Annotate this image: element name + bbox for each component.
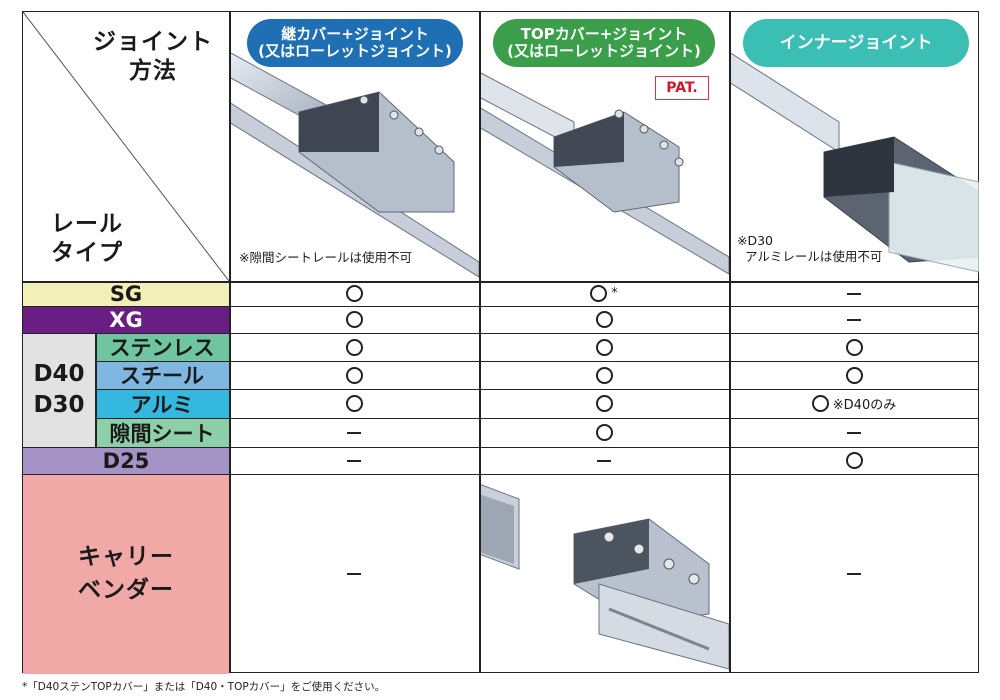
header-pill-tsugi-cover: 継カバー+ジョイント (又はローレットジョイント) (247, 19, 463, 67)
dash-mark (347, 431, 361, 434)
circle-mark (595, 311, 613, 328)
symbol-cell (229, 333, 479, 361)
symbol-cell (479, 389, 729, 418)
symbol-cell (229, 447, 479, 474)
joint-illustration-2 (479, 71, 729, 275)
circle-mark (845, 452, 863, 469)
carrier-cell-col1 (229, 474, 479, 674)
grid-hline (95, 389, 978, 391)
circle-mark (595, 424, 613, 441)
joint-illustration-3 (729, 51, 979, 273)
symbol-cell (729, 418, 979, 447)
footnote: *「D40ステンTOPカバー」または「D40・TOPカバー」をご使用ください。 (22, 681, 386, 693)
carrier-cell-col3 (729, 474, 979, 674)
row-label-sg: SG (23, 281, 229, 306)
grid-hline (23, 447, 978, 449)
circle-mark (345, 395, 363, 412)
row-label-stainless: ステンレス (95, 333, 229, 361)
dash-mark (347, 459, 361, 462)
circle-mark (595, 366, 613, 384)
symbol-cell (229, 389, 479, 418)
symbol-cell (729, 361, 979, 389)
compatibility-table: ジョイント 方法 レール タイプ 継カバー+ジョイント (又はローレットジョイン… (22, 11, 979, 674)
dash-mark (347, 573, 361, 575)
header-pill-top-cover: TOPカバー+ジョイント (又はローレットジョイント) (493, 19, 715, 67)
grid-hline (23, 306, 978, 308)
row-label-aluminum: アルミ (95, 389, 229, 418)
column-header-top-cover: TOPカバー+ジョイント (又はローレットジョイント) PAT. (479, 12, 729, 281)
carrier-bender-illustration (479, 483, 729, 670)
grid-hline (23, 281, 978, 283)
joint-method-label: ジョイント 方法 (93, 29, 213, 84)
grid-vline (479, 12, 481, 672)
circle-mark (345, 366, 363, 384)
symbol-cell (479, 306, 729, 333)
symbol-cell (229, 306, 479, 333)
row-label-carrier-bender: キャリー ベンダー (23, 474, 229, 674)
symbol-cell (229, 361, 479, 389)
row-label-steel: スチール (95, 361, 229, 389)
symbol-cell (729, 447, 979, 474)
symbol-cell (729, 281, 979, 306)
symbol-cell (479, 333, 729, 361)
dash-mark (597, 459, 611, 462)
circle-mark (595, 395, 613, 412)
symbol-cell (729, 333, 979, 361)
grid-hline (95, 361, 978, 363)
circle-mark (590, 285, 608, 302)
header-pill-inner-joint: インナージョイント (743, 19, 969, 67)
rail-type-label: レール タイプ (51, 211, 123, 266)
circle-mark (811, 395, 829, 412)
symbol-cell (729, 306, 979, 333)
row-label-gap-sheet: 隙間シート (95, 418, 229, 447)
symbol-cell (229, 418, 479, 447)
header-note-gap-sheet: ※隙間シートレールは使用不可 (239, 250, 412, 265)
row-group-d40-d30: D40 D30 (23, 333, 95, 447)
symbol-cell: * (479, 281, 729, 306)
column-header-inner-joint: インナージョイント ※D30 アルミレールは使用不可 (729, 12, 979, 281)
symbol-cell (479, 418, 729, 447)
circle-mark (845, 338, 863, 356)
grid-vline (95, 333, 97, 447)
column-header-tsugi-cover: 継カバー+ジョイント (又はローレットジョイント) ※隙間シートレールは使用不可 (229, 12, 479, 281)
patent-badge: PAT. (655, 76, 709, 100)
circle-mark (345, 311, 363, 328)
corner-diagonal-line (23, 12, 229, 281)
row-label-xg: XG (23, 306, 229, 333)
dash-mark (847, 431, 861, 434)
carrier-cell-col2 (479, 474, 729, 674)
header-note-d30: ※D30 アルミレールは使用不可 (737, 233, 883, 264)
grid-hline (95, 418, 978, 420)
circle-mark (845, 366, 863, 384)
dash-mark (847, 292, 861, 295)
dash-mark (847, 573, 861, 575)
symbol-cell: ※D40のみ (729, 389, 979, 418)
grid-hline (23, 474, 978, 476)
symbol-note: * (611, 286, 618, 301)
symbol-note: ※D40のみ (832, 398, 897, 413)
grid-hline (23, 333, 978, 335)
symbol-cell (229, 281, 479, 306)
grid-vline (729, 12, 731, 672)
circle-mark (345, 285, 363, 302)
symbol-cell (479, 447, 729, 474)
circle-mark (345, 338, 363, 356)
dash-mark (847, 318, 861, 321)
row-label-d25: D25 (23, 447, 229, 474)
symbol-cell (479, 361, 729, 389)
circle-mark (595, 338, 613, 356)
joint-illustration-1 (229, 51, 479, 278)
grid-vline (229, 12, 231, 672)
